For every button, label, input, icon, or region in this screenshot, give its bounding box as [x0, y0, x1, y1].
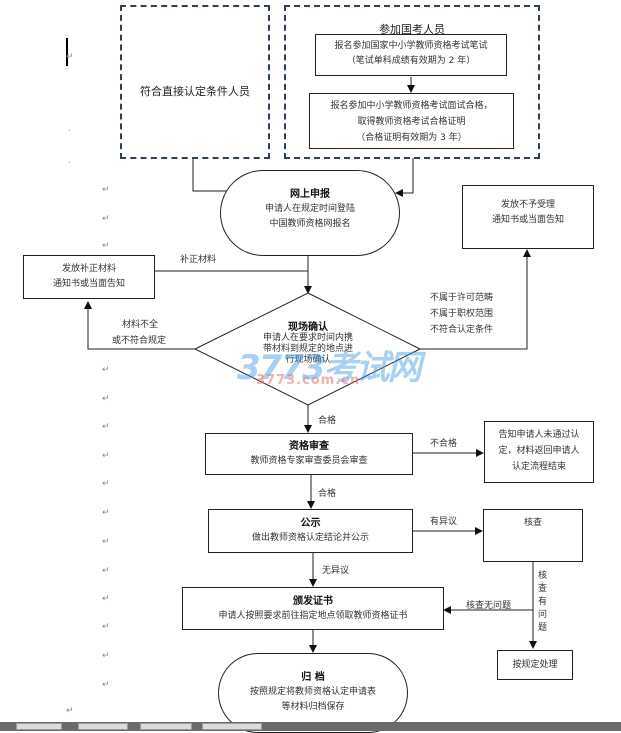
paragraph-mark: ↵ — [102, 422, 110, 432]
paragraph-mark: . — [68, 124, 71, 134]
publicity-line1: 做出教师资格认定结论并公示 — [251, 533, 369, 543]
online-application-node: 网上申报 申请人在规定时间登陆 中国教师资格网报名 — [220, 170, 400, 256]
label-not-scope-2: 不属于职权范围 — [430, 309, 494, 319]
issue-title: 颁发证书 — [293, 596, 333, 607]
label-supplement: 补正材料 — [180, 255, 217, 265]
exam-group-title: 参加国考人员 — [379, 23, 445, 36]
online-title: 网上申报 — [290, 189, 330, 200]
arrow-exam-to-online — [395, 158, 414, 197]
exam-group-box: 参加国考人员 — [284, 5, 540, 159]
reject-line1: 发放不予受理 — [500, 200, 555, 210]
archive-line2: 等材料归档保存 — [281, 702, 345, 712]
review-title: 资格审查 — [289, 441, 329, 452]
paragraph-mark: ↵ — [66, 706, 74, 716]
label-check-ok: 核查无问题 — [466, 601, 512, 611]
arrow-notscope-to-reject — [420, 249, 531, 350]
label-check-problem: 核查有问题 — [538, 571, 548, 633]
handle-by-rules-box: 按规定处理 — [497, 650, 573, 680]
paragraph-mark: ↵ — [102, 566, 110, 576]
issue-line1: 申请人按照要求前往指定地点领取教师资格证书 — [218, 611, 408, 621]
text-cursor — [66, 38, 68, 66]
onsite-diamond-shape — [193, 292, 422, 406]
issue-certificate-box: 颁发证书 申请人按照要求前往指定地点领取教师资格证书 — [182, 587, 444, 630]
label-no-objection: 无异议 — [322, 566, 350, 576]
interview-box: 报名参加中小学教师资格考试面试合格， 取得教师资格考试合格证明 （合格证明有效期… — [309, 93, 514, 149]
paragraph-mark: . — [68, 156, 71, 166]
reject-notice-box: 发放不予受理 通知书或当面告知 — [462, 185, 594, 249]
scrollbar-segment — [16, 723, 62, 730]
label-not-scope-3: 不符合认定条件 — [430, 325, 494, 335]
publicity-title: 公示 — [300, 518, 321, 529]
paragraph-mark: ↵ — [102, 185, 110, 195]
scrollbar-thumb[interactable] — [202, 723, 262, 730]
interview-line2: 取得教师资格考试合格证明 — [357, 117, 466, 127]
onsite-confirm-node: 现场确认 申请人在要求时间内携 带材料到规定的地点进 行现场确认 — [250, 322, 366, 366]
label-incomplete-1: 材料不全 — [122, 320, 159, 330]
archive-line1: 按照规定将教师资格认定申请表 — [249, 687, 376, 697]
paragraph-mark: ↵ — [102, 680, 110, 690]
direct-cert-label: 符合直接认定条件人员 — [140, 85, 250, 98]
paragraph-mark: ↵ — [102, 241, 110, 251]
arrow-incomplete-to-supplement — [84, 301, 195, 350]
supplement-line1: 发放补正材料 — [61, 264, 116, 274]
paragraph-mark: ↵ — [102, 394, 110, 404]
online-line1: 申请人在规定时间登陆 — [264, 204, 355, 214]
paragraph-mark: ↵ — [102, 451, 110, 461]
onsite-title: 现场确认 — [288, 322, 328, 333]
scrollbar-segment — [140, 723, 192, 730]
archive-title: 归 档 — [301, 672, 325, 683]
horizontal-scrollbar[interactable] — [0, 722, 621, 731]
paragraph-mark: ↵ — [102, 508, 110, 518]
qualification-review-box: 资格审查 教师资格专家审查委员会审查 — [205, 433, 413, 475]
fail-notice-box: 告知申请人未通过认 定，材料返回申请人 认定流程结束 — [484, 421, 594, 483]
written-line1: 报名参加国家中小学教师资格考试笔试 — [334, 41, 488, 51]
handle-line1: 按规定处理 — [512, 660, 558, 670]
reject-line2: 通知书或当面告知 — [491, 215, 564, 225]
watermark-logo: 3773考试网 — [237, 348, 422, 388]
label-pass-2: 合格 — [318, 489, 337, 499]
supplement-notice-box: 发放补正材料 通知书或当面告知 — [23, 255, 155, 299]
paragraph-mark: ↵ — [102, 622, 110, 632]
paragraph-mark: ↵ — [102, 479, 110, 489]
paragraph-mark: ↵ — [102, 651, 110, 661]
paragraph-mark: ↵ — [102, 214, 110, 224]
onsite-line1: 申请人在要求时间内携 — [262, 333, 353, 343]
verify-box: 核查 — [483, 509, 583, 562]
fail-line2: 定，材料返回申请人 — [498, 446, 580, 456]
written-exam-box: 报名参加国家中小学教师资格考试笔试 （笔试单科成绩有效期为 2 年） — [315, 34, 507, 76]
written-line2: （笔试单科成绩有效期为 2 年） — [346, 56, 476, 66]
onsite-line3: 行现场确认 — [285, 355, 331, 365]
fail-line1: 告知申请人未通过认 — [498, 430, 580, 440]
interview-line1: 报名参加中小学教师资格考试面试合格， — [330, 101, 493, 111]
paragraph-mark: ↵ — [102, 537, 110, 547]
scrollbar-segment — [78, 723, 128, 730]
online-line2: 中国教师资格网报名 — [269, 219, 351, 229]
watermark-url: 3773.com.cn — [256, 373, 361, 388]
publicity-box: 公示 做出教师资格认定结论并公示 — [208, 509, 413, 553]
archive-node: 归 档 按照规定将教师资格认定申请表 等材料归档保存 — [218, 653, 408, 733]
paragraph-mark: ↵ — [102, 594, 110, 604]
paragraph-mark: ↵ — [66, 52, 74, 62]
paragraph-mark: ↵ — [102, 365, 110, 375]
label-fail: 不合格 — [430, 439, 458, 449]
label-objection: 有异议 — [430, 517, 458, 527]
direct-cert-box: 符合直接认定条件人员 — [120, 5, 270, 159]
supplement-line2: 通知书或当面告知 — [52, 279, 125, 289]
verify-title: 核查 — [523, 518, 542, 528]
label-not-scope-1: 不属于许可范畴 — [430, 293, 494, 303]
fail-line3: 认定流程结束 — [511, 462, 566, 472]
onsite-line2: 带材料到规定的地点进 — [262, 344, 353, 354]
review-line1: 教师资格专家审查委员会审查 — [250, 456, 368, 466]
interview-line3: （合格证明有效期为 3 年） — [356, 133, 467, 143]
label-pass-1: 合格 — [318, 416, 337, 426]
label-incomplete-2: 或不符合规定 — [112, 336, 167, 346]
